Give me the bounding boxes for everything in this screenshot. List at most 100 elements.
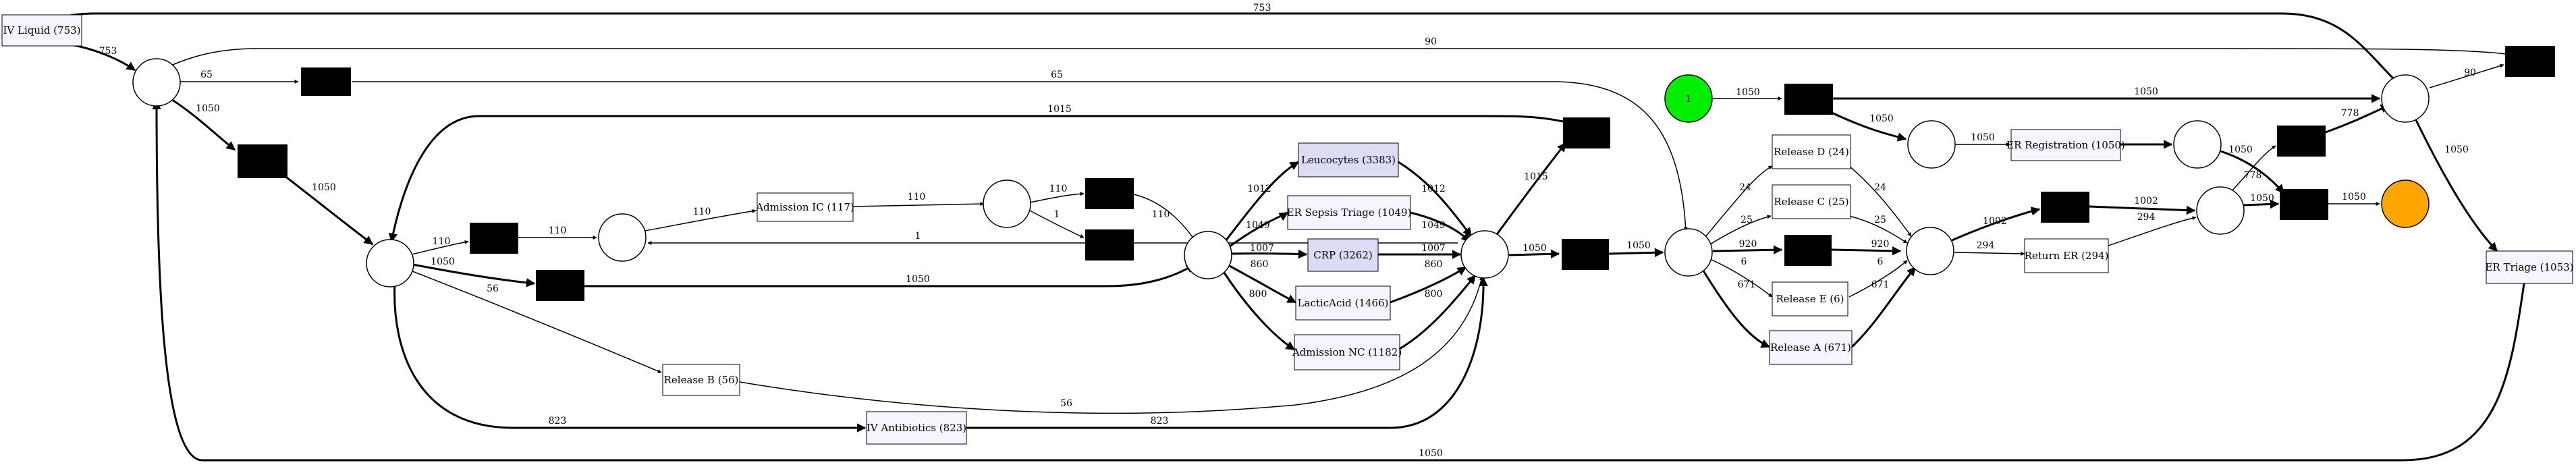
activity-er-triage: ER Triage (1053) (2485, 250, 2574, 284)
edge-label: 800 (1249, 289, 1267, 300)
edge-label: 1050 (312, 182, 336, 193)
edge-released-p8 (1848, 165, 1912, 237)
edge-label: 1015 (1524, 171, 1548, 182)
edge-ivliquid-p1 (60, 42, 136, 72)
edge-p7-s920 (1712, 245, 1783, 254)
edge-label: 1050 (196, 103, 220, 114)
edge-p8-s1002 (1948, 207, 2041, 243)
edge-label: 1 (915, 231, 921, 242)
start-place (1664, 74, 1713, 123)
activity-label: Admission IC (117) (755, 201, 854, 213)
edge-label: 1007 (1421, 243, 1446, 254)
edge-label: 860 (1425, 259, 1443, 270)
edge-label: 56 (487, 283, 499, 294)
edge-sepsis-p6 (1410, 211, 1471, 243)
activity-leucocytes: Leucocytes (3383) (1298, 142, 1399, 177)
edge-p1-s1050 (169, 97, 236, 151)
edge-p3-admic (645, 209, 757, 231)
edge-label: 753 (99, 46, 117, 57)
edge-label: 90 (2464, 67, 2476, 78)
edge-top-90 (156, 48, 2506, 72)
end-place (2381, 180, 2430, 228)
activity-admission-nc: Admission NC (1182) (1292, 334, 1402, 370)
edge-label: 1002 (2134, 196, 2158, 207)
activity-iv-liquid: IV Liquid (753) (1, 14, 82, 47)
activity-label: Leucocytes (3383) (1301, 154, 1396, 166)
edge-p2-s1050b (412, 263, 536, 287)
activity-label: Release E (6) (1776, 293, 1844, 305)
edge-label: 1050 (1736, 87, 1760, 98)
activity-crp: CRP (3262) (1307, 238, 1379, 272)
silent-transition-1050-b (536, 270, 584, 301)
edge-admnc-p6 (1398, 274, 1477, 351)
activity-label: Release B (56) (664, 374, 739, 386)
place-pR (2381, 74, 2430, 123)
edge-p7-releasec (1709, 215, 1772, 245)
edge-label: 920 (1739, 239, 1757, 250)
activity-label: CRP (3262) (1313, 249, 1373, 261)
silent-transition-110-a (470, 223, 518, 254)
edge-label: 800 (1425, 289, 1443, 300)
edge-s1050-p2 (275, 167, 374, 246)
silent-transition-end (2280, 189, 2328, 220)
edge-p4-s110b (1029, 192, 1085, 203)
place-p4 (983, 180, 1031, 228)
edge-label: 1050 (2250, 193, 2274, 204)
edge-label: 1050 (2444, 144, 2469, 155)
place-p1 (132, 58, 181, 107)
edge-label: 1050 (1869, 113, 1894, 124)
activity-release-c: Release C (25) (1772, 184, 1851, 219)
silent-transition-1 (1085, 229, 1134, 260)
activity-label: ER Triage (1053) (2485, 261, 2573, 273)
edge-label: 1049 (1421, 220, 1446, 231)
edge-s1050b-p5 (584, 263, 1196, 287)
edge-p10-send (2243, 199, 2280, 209)
edge-top-753 (40, 12, 2396, 81)
edge-releasec-p8 (1848, 215, 1908, 244)
edge-label: 920 (1871, 239, 1890, 250)
edge-label: 1050 (906, 274, 930, 285)
edge-label: 110 (908, 192, 926, 202)
silent-transition-1050-a (238, 144, 287, 178)
activity-return-er: Return ER (294) (2024, 238, 2109, 273)
edge-label: 110 (1152, 209, 1170, 220)
edge-label: 671 (1871, 279, 1890, 290)
activity-lacticacid: LacticAcid (1466) (1295, 285, 1391, 321)
edge-label: 778 (2244, 170, 2262, 181)
edge-ertriage-ivliquid (152, 100, 2525, 462)
activity-label: IV Liquid (753) (3, 24, 80, 36)
edge-p7-released (1704, 165, 1773, 238)
edge-p5-lactic (1226, 263, 1297, 304)
edge-ivab-p6 (966, 277, 1488, 429)
edge-label: 6 (1878, 256, 1884, 267)
edge-p2-s110 (411, 240, 469, 255)
edge-label: 65 (200, 70, 213, 80)
activity-label: Release D (24) (1774, 146, 1849, 158)
edge-p5-leucocytes (1222, 161, 1300, 245)
activity-release-a: Release A (671) (1769, 330, 1853, 365)
edge-p6-s1015 (1494, 142, 1567, 237)
edge-s920-p8 (1831, 246, 1902, 256)
edge-lactic-p6 (1390, 266, 1467, 304)
silent-transition-1002 (2041, 192, 2089, 223)
activity-label: Return ER (294) (2025, 250, 2109, 262)
edge-label: 823 (1151, 416, 1169, 427)
place-p10 (2196, 186, 2245, 235)
edge-label: 294 (1977, 240, 1995, 251)
edge-pR-s90 (2429, 63, 2504, 88)
edge-label: 1007 (1250, 243, 1274, 254)
edge-label: 1050 (431, 256, 455, 267)
silent-transition-1015 (1563, 117, 1610, 148)
activity-release-d: Release D (24) (1772, 134, 1851, 169)
edge-label: 25 (1874, 215, 1886, 225)
edge-releasee-p8 (1848, 260, 1908, 298)
edge-s1002-p10 (2089, 205, 2196, 215)
edge-label: 110 (1049, 184, 1068, 194)
edge-label: 110 (433, 236, 451, 247)
activity-release-b: Release B (56) (662, 364, 740, 396)
silent-transition-65 (301, 67, 351, 96)
place-p3 (598, 213, 647, 262)
place-p7 (1664, 228, 1713, 277)
silent-transition-920 (1784, 235, 1832, 266)
edge-label: 1050 (2134, 86, 2158, 97)
